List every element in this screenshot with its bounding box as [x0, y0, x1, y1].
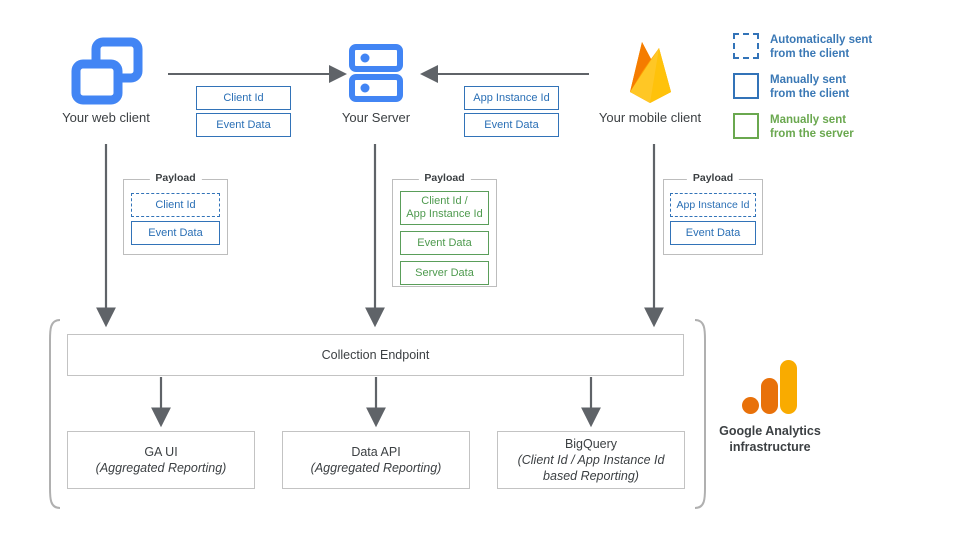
output-title-bigquery: BigQuery	[564, 437, 618, 451]
legend-swatch-dashed-blue	[733, 33, 759, 59]
server-label: Your Server	[341, 110, 411, 125]
ga-infrastructure-label: Google Analytics infrastructure	[690, 423, 850, 455]
server-payload-title: Payload	[418, 172, 471, 184]
output-subtitle-ga-ui: (Aggregated Reporting)	[95, 461, 227, 475]
legend-line2-manual-client: from the client	[770, 88, 850, 100]
web-payload-title: Payload	[149, 172, 202, 184]
legend: Automatically sent from the client Manua…	[733, 33, 948, 153]
output-subtitle2-bigquery: based Reporting)	[543, 469, 639, 483]
output-box-bigquery[interactable]: BigQuery (Client Id / App Instance Id ba…	[497, 431, 685, 489]
mobile-payload-item-event-data: Event Data	[670, 221, 756, 245]
legend-line2-automatic-client: from the client	[770, 48, 850, 60]
mobile-payload-title: Payload	[686, 172, 740, 184]
output-box-data-api[interactable]: Data API (Aggregated Reporting)	[282, 431, 470, 489]
collection-endpoint-label: Collection Endpoint	[321, 348, 430, 362]
server-payload-item-ids: Client Id / App Instance Id	[400, 191, 489, 225]
output-subtitle-data-api: (Aggregated Reporting)	[310, 461, 442, 475]
ga-infrastructure-label-line1: Google Analytics	[719, 424, 821, 438]
left-brace	[49, 319, 61, 509]
transfer-chip-event-data-mobile: Event Data	[464, 113, 559, 137]
web-payload-item-event-data: Event Data	[131, 221, 220, 245]
transfer-chip-client-id: Client Id	[196, 86, 291, 110]
collection-endpoint-box[interactable]: Collection Endpoint	[67, 334, 684, 376]
legend-item-automatic-client: Automatically sent from the client	[733, 33, 948, 61]
legend-text-manual-client: Manually sent from the client	[770, 73, 849, 101]
transfer-chip-app-instance-id: App Instance Id	[464, 86, 559, 110]
legend-line1-manual-server: Manually sent	[770, 114, 847, 126]
google-analytics-logo	[742, 360, 797, 414]
legend-swatch-solid-blue	[733, 73, 759, 99]
right-brace	[694, 319, 706, 509]
web-client-label: Your web client	[62, 110, 150, 125]
transfer-chip-event-data-web: Event Data	[196, 113, 291, 137]
output-title-data-api: Data API	[351, 445, 401, 459]
legend-line1-automatic-client: Automatically sent	[770, 34, 873, 46]
legend-swatch-solid-green	[733, 113, 759, 139]
legend-line2-manual-server: from the server	[770, 128, 854, 140]
mobile-client-label: Your mobile client	[598, 110, 702, 125]
ga-infrastructure-label-line2: infrastructure	[729, 440, 811, 454]
web-payload-item-client-id: Client Id	[131, 193, 220, 217]
output-title-ga-ui: GA UI	[144, 445, 178, 459]
mobile-payload-item-app-instance-id: App Instance Id	[670, 193, 756, 217]
server-payload-item-server-data: Server Data	[400, 261, 489, 285]
legend-item-manual-server: Manually sent from the server	[733, 113, 948, 141]
server-icon	[349, 44, 403, 102]
legend-line1-manual-client: Manually sent	[770, 74, 847, 86]
server-payload-item-event-data: Event Data	[400, 231, 489, 255]
windows-icon	[71, 37, 143, 105]
output-box-ga-ui[interactable]: GA UI (Aggregated Reporting)	[67, 431, 255, 489]
legend-text-automatic-client: Automatically sent from the client	[770, 33, 872, 61]
output-subtitle-bigquery: (Client Id / App Instance Id	[517, 453, 665, 467]
legend-item-manual-client: Manually sent from the client	[733, 73, 948, 101]
firebase-flame-icon	[630, 42, 671, 103]
legend-text-manual-server: Manually sent from the server	[770, 113, 854, 141]
